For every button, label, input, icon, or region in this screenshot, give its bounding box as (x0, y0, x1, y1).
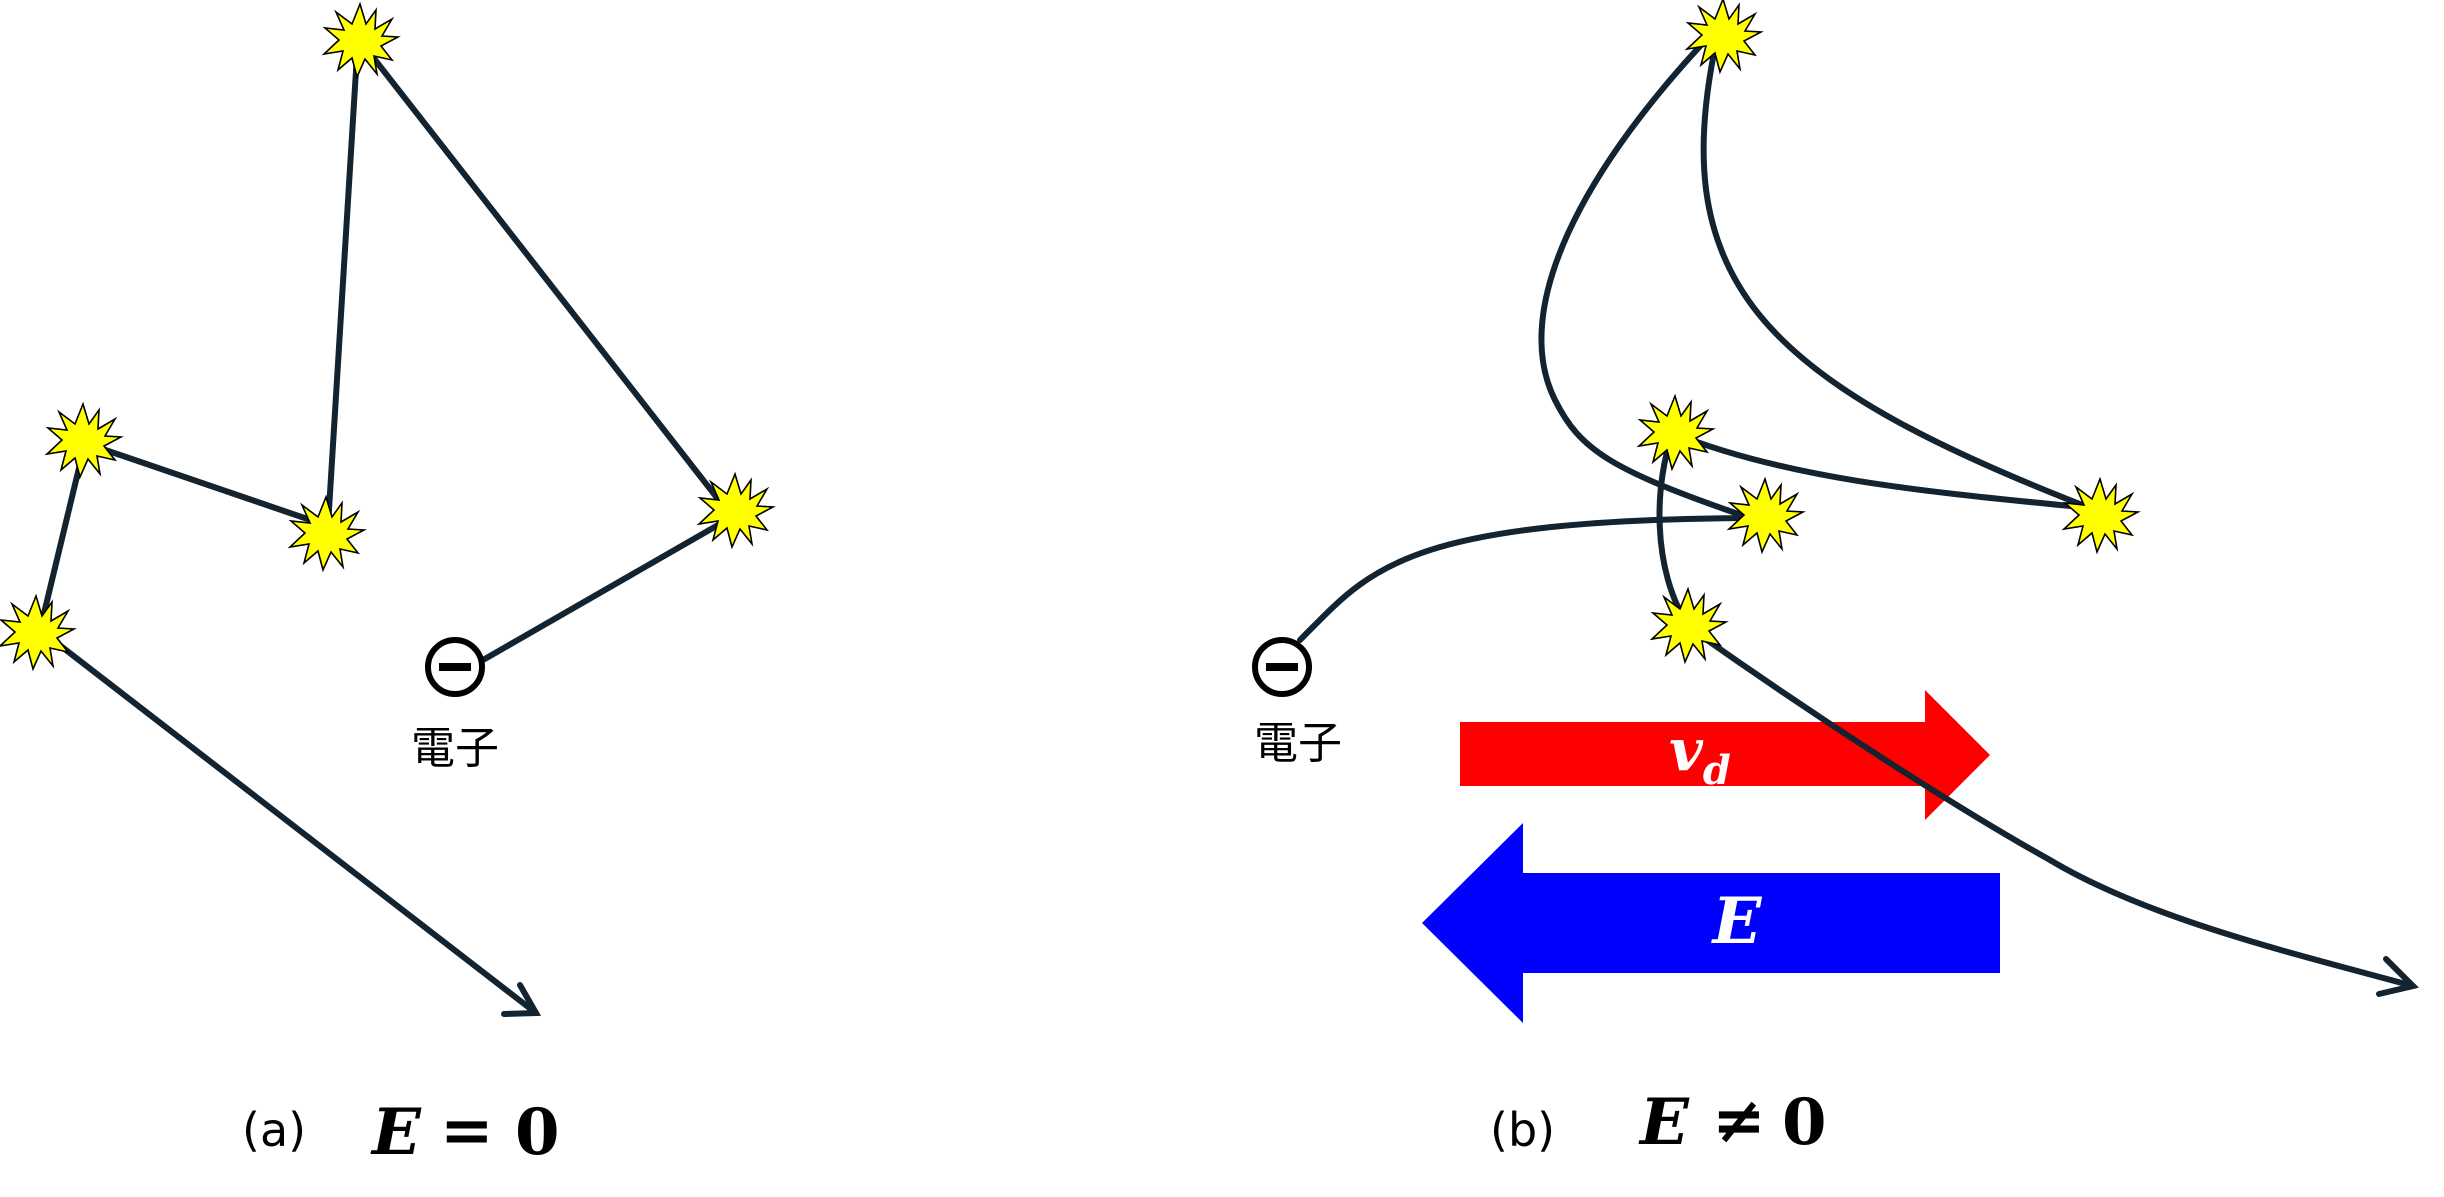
panel-a-trajectory (37, 35, 735, 1017)
drift-velocity-arrow: vd (1460, 690, 1990, 820)
panel-b-caption-letter: (b) (1490, 1103, 1555, 1157)
panel-a-electron (425, 637, 485, 697)
collision-burst-icon (1686, 0, 1762, 73)
panel-b-curved-path (1297, 22, 2416, 989)
panel-b-trajectory (1297, 22, 2419, 997)
panel-a-electron-label: 電子 (411, 723, 499, 774)
panel-a-trajectory-arrowhead (501, 982, 542, 1017)
panel-b-trajectory-arrowhead (2376, 956, 2419, 997)
collision-burst-icon (0, 595, 75, 670)
panel-a-caption: (a) E = 0 (242, 1093, 560, 1170)
panel-b-electron (1252, 637, 1312, 697)
panel-b-caption-lhs: E (1638, 1085, 1690, 1160)
panel-a-caption-rhs: 0 (515, 1095, 560, 1170)
collision-burst-icon (1651, 588, 1727, 663)
drift-velocity-arrow-shape (1460, 690, 1990, 820)
electric-field-arrow: E (1422, 823, 2000, 1023)
collision-burst-icon (289, 496, 365, 571)
panel-a-random-walk-path (37, 35, 735, 1016)
panel-a-caption-lhs: E (370, 1095, 422, 1170)
panel-a-caption-operator: = (440, 1093, 494, 1168)
panel-b: vd E 電子 (b) E ≠ 0 (1252, 0, 2419, 1160)
drift-velocity-subscript: d (1703, 747, 1731, 794)
panel-b-caption-operator: ≠ (1712, 1083, 1766, 1158)
drift-velocity-label: vd (1669, 716, 1731, 794)
collision-burst-icon (1638, 395, 1714, 470)
panel-a: 電子 (a) E = 0 (0, 3, 774, 1170)
electric-field-arrow-shape (1422, 823, 2000, 1023)
collision-burst-icon (323, 3, 399, 78)
panel-a-caption-letter: (a) (242, 1103, 306, 1157)
panel-b-caption-rhs: 0 (1782, 1085, 1827, 1160)
collision-burst-icon (2063, 478, 2139, 553)
panel-b-electron-label: 電子 (1254, 718, 1342, 769)
collision-burst-icon (46, 403, 122, 478)
panel-b-caption: (b) E ≠ 0 (1490, 1083, 1827, 1160)
electric-field-label: E (1711, 884, 1763, 959)
panel-b-collisions (1638, 0, 2139, 663)
panel-a-collisions (0, 3, 774, 670)
